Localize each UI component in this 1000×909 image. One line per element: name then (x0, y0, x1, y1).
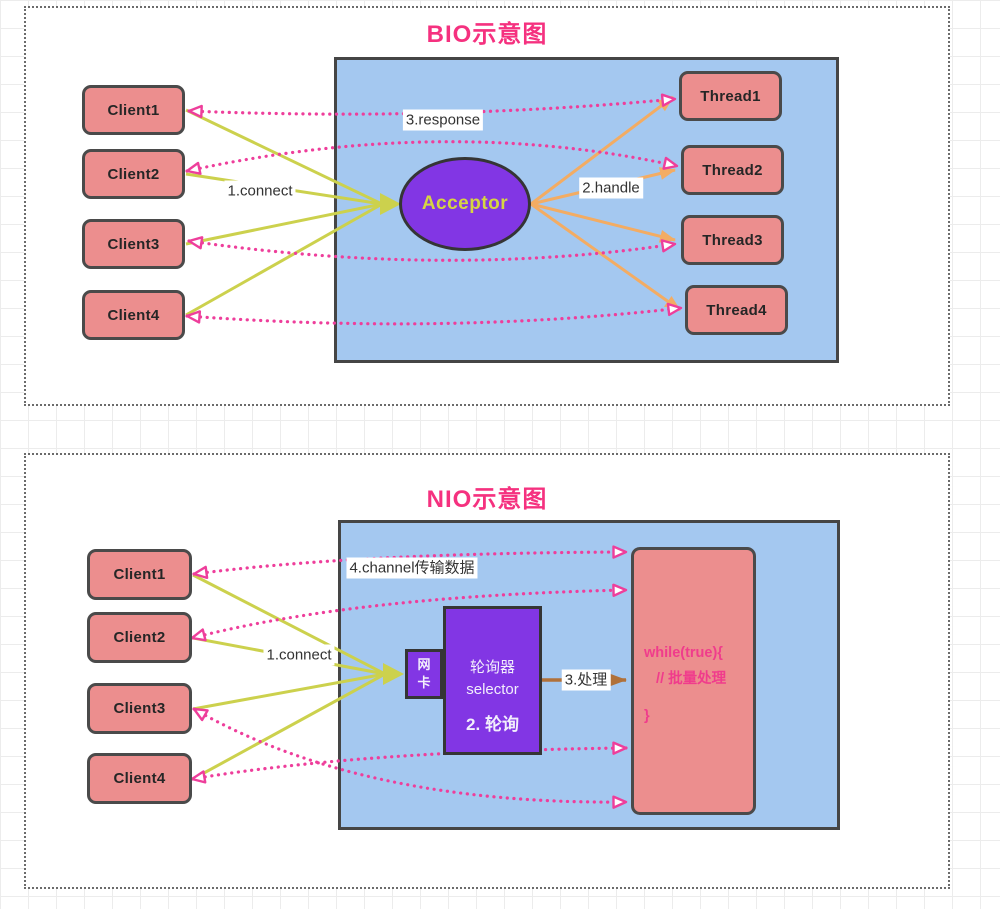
bio-handle-label: 2.handle (579, 177, 643, 199)
nio-network-card-label: 网卡 (417, 657, 431, 690)
worker-code-line-1: while(true){ (644, 645, 723, 661)
bio-thread-1: Thread1 (679, 71, 782, 121)
bio-client-1: Client1 (82, 85, 185, 135)
bio-client-3: Client3 (82, 219, 185, 269)
bio-thread-2: Thread2 (681, 145, 784, 195)
nio-network-card: 网卡 (405, 649, 443, 699)
worker-code-line-2: // 批量处理 (648, 671, 727, 687)
nio-client-3: Client3 (87, 683, 192, 734)
nio-process-label: 3.处理 (561, 669, 611, 691)
nio-worker-box: while(true){ // 批量处理 } (631, 547, 756, 815)
nio-panel: NIO示意图 Client1 Client2 Cli (24, 453, 950, 889)
bio-client-3-label: Client3 (107, 235, 160, 253)
bio-thread-2-label: Thread2 (702, 161, 763, 179)
nio-client-1: Client1 (87, 549, 192, 600)
bio-response-label: 3.response (402, 109, 484, 131)
bio-acceptor: Acceptor (399, 157, 531, 251)
bio-thread-3-label: Thread3 (702, 231, 763, 249)
nio-client-2-label: Client2 (113, 629, 166, 646)
bio-thread-1-label: Thread1 (700, 87, 761, 105)
bio-client-2-label: Client2 (107, 165, 160, 183)
nio-connect-label: 1.connect (263, 644, 335, 666)
nio-client-1-label: Client1 (113, 566, 166, 583)
bio-client-4: Client4 (82, 290, 185, 340)
bio-client-1-label: Client1 (107, 101, 160, 119)
bio-client-4-label: Client4 (107, 306, 160, 324)
bio-title: BIO示意图 (426, 21, 548, 48)
bio-panel: BIO示意图 Cl (24, 6, 950, 406)
bio-acceptor-label: Acceptor (421, 193, 509, 214)
bio-thread-4-label: Thread4 (706, 301, 767, 319)
bio-connect-label: 1.connect (224, 180, 296, 202)
nio-channel-label: 4.channel传输数据 (346, 557, 478, 579)
nio-title: NIO示意图 (426, 486, 548, 513)
bio-thread-4: Thread4 (685, 285, 788, 335)
nio-selector-box: 轮询器 selector 2. 轮询 (443, 606, 542, 755)
nio-client-4-label: Client4 (113, 770, 166, 787)
nio-client-4: Client4 (87, 753, 192, 804)
bio-client-2: Client2 (82, 149, 185, 199)
bio-thread-3: Thread3 (681, 215, 784, 265)
nio-selector-name-en: selector (466, 681, 519, 698)
nio-selector-step-label: 2. 轮询 (466, 715, 519, 734)
nio-client-2: Client2 (87, 612, 192, 663)
nio-selector-name-cn: 轮询器 (469, 659, 515, 676)
worker-code-line-3: } (644, 708, 650, 724)
nio-client-3-label: Client3 (113, 700, 166, 717)
